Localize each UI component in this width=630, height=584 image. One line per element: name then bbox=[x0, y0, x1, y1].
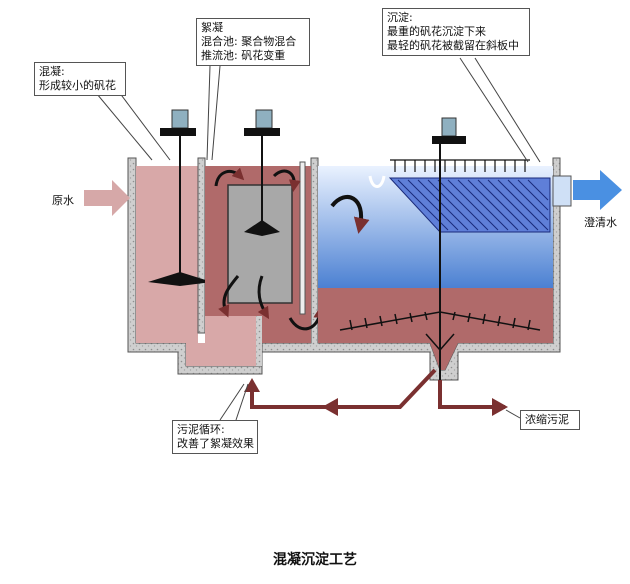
callout-pointers bbox=[91, 57, 541, 421]
floc-motor bbox=[255, 109, 273, 129]
settle-sludge-blanket bbox=[318, 288, 553, 343]
callout-flocculation: 絮凝 混合池: 聚合物混合 推流池: 矾花变重 bbox=[196, 18, 310, 66]
scraper-arms bbox=[339, 311, 541, 352]
clear-water-label: 澄清水 bbox=[584, 216, 617, 229]
floc-riser-water bbox=[205, 316, 260, 366]
callout-sedimentation-line1: 最重的矾花沉淀下来 bbox=[387, 25, 486, 38]
floc-flow-arrow-mid-bottom bbox=[257, 275, 270, 320]
floc-inner-wall bbox=[256, 316, 262, 366]
sludge-waste-line bbox=[438, 380, 505, 409]
callout-sludge-recycle-line1: 改善了絮凝效果 bbox=[177, 437, 254, 450]
coag-divider-wall bbox=[197, 157, 206, 334]
sludge-lines bbox=[250, 368, 505, 409]
sludge-waste-arrow-mark bbox=[492, 398, 508, 416]
callout-flocculation-title: 絮凝 bbox=[201, 21, 223, 34]
callout-flocculation-line2: 推流池: 矾花变重 bbox=[201, 49, 286, 62]
callout-sedimentation-title: 沉淀: bbox=[387, 11, 413, 24]
settle-hopper bbox=[430, 343, 458, 370]
raw-water-arrow bbox=[84, 180, 130, 216]
floc-flow-arrow-left-top bbox=[214, 167, 245, 187]
callout-thickened-sludge: 浓缩污泥 bbox=[520, 410, 580, 430]
callout-sludge-recycle: 污泥循环: 改善了絮凝效果 bbox=[172, 420, 258, 454]
floc-impeller bbox=[244, 220, 280, 236]
callout-sedimentation: 沉淀: 最重的矾花沉淀下来 最轻的矾花被截留在斜板中 bbox=[382, 8, 530, 56]
flocculation-zone bbox=[205, 109, 326, 366]
floc-flow-arrow-right-top bbox=[272, 169, 301, 192]
callout-coagulation: 混凝: 形成较小的矾花 bbox=[34, 62, 126, 96]
diagram-caption: 混凝沉淀工艺 bbox=[273, 552, 357, 568]
callout-sedimentation-line2: 最轻的矾花被截留在斜板中 bbox=[387, 39, 519, 52]
floc-flow-arrow-left-bottom bbox=[218, 275, 240, 318]
effluent-launder bbox=[552, 175, 572, 207]
callout-sludge-recycle-title: 污泥循环: bbox=[177, 423, 225, 436]
clear-water-arrow bbox=[573, 170, 622, 210]
scraper-motor-base bbox=[432, 136, 466, 144]
floc-baffle bbox=[299, 161, 306, 315]
lamella-plates bbox=[388, 177, 551, 233]
sedimentation-zone bbox=[318, 117, 572, 380]
sludge-recycle-up-mark bbox=[244, 378, 260, 392]
callout-coagulation-line1: 形成较小的矾花 bbox=[39, 79, 116, 92]
raw-water-label: 原水 bbox=[52, 194, 74, 207]
floc-motor-base bbox=[244, 128, 280, 136]
coagulation-water bbox=[136, 166, 198, 343]
callout-coagulation-title: 混凝: bbox=[39, 65, 65, 78]
callout-flocculation-line1: 混合池: 聚合物混合 bbox=[201, 35, 297, 48]
sludge-recycle-arrow-mark bbox=[322, 398, 338, 416]
settle-ripple bbox=[368, 175, 386, 188]
callout-thickened-sludge-title: 浓缩污泥 bbox=[525, 413, 569, 426]
coag-motor-base bbox=[160, 128, 196, 136]
collector-pipes bbox=[390, 159, 530, 172]
sludge-recycle-line bbox=[250, 368, 437, 409]
scraper-motor bbox=[441, 117, 457, 137]
coag-impeller bbox=[148, 272, 212, 286]
coag-motor bbox=[171, 109, 189, 129]
settle-inflow-arrow bbox=[330, 194, 370, 234]
